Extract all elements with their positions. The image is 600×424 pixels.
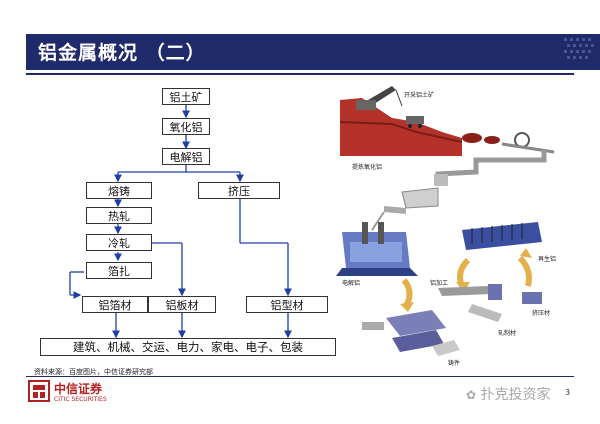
watermark-text: 扑克投资家: [480, 387, 551, 403]
title-bar: [26, 34, 570, 70]
node-aluminum-foil: 铝箔材: [82, 296, 148, 313]
node-casting: 熔铸: [86, 182, 152, 199]
company-name: 中信证券: [54, 382, 103, 396]
wechat-icon: ✿: [466, 388, 477, 402]
source-note: 资料来源：百度图片，中信证券研究部: [34, 368, 153, 376]
illustration-drawing: [336, 86, 555, 356]
footer-rule: [26, 376, 574, 377]
label-extruded: 挤压材: [532, 310, 551, 317]
company-name-en: CITIC SECURITIES: [54, 396, 107, 403]
page-title: 铝金属概况 （二）: [38, 42, 206, 64]
production-illustration: 开采铝土矿 提炼氧化铝 电解铝 铝加工 再生铝 轧制材 挤压材 铸件: [322, 82, 572, 372]
node-applications: 建筑、机械、交运、电力、家电、电子、包装: [40, 338, 336, 356]
label-refining: 提炼氧化铝: [352, 164, 383, 171]
label-mining: 开采铝土矿: [404, 92, 435, 99]
node-cold-rolling: 冷轧: [86, 234, 152, 251]
node-electrolytic-aluminum: 电解铝: [162, 148, 210, 165]
watermark: ✿ 扑克投资家: [466, 384, 551, 404]
label-recycled: 再生铝: [538, 256, 557, 263]
label-processing: 铝加工: [430, 280, 449, 287]
node-foil-rolling: 箔扎: [86, 262, 152, 279]
label-cast: 铸件: [448, 360, 461, 367]
label-electrolysis: 电解铝: [342, 280, 361, 287]
label-rolled: 轧制材: [498, 330, 517, 337]
page-number: 3: [565, 388, 571, 397]
node-bauxite: 铝土矿: [162, 88, 210, 105]
node-alumina: 氧化铝: [162, 118, 210, 135]
node-aluminum-profile: 铝型材: [246, 296, 328, 313]
node-aluminum-plate: 铝板材: [148, 296, 216, 313]
node-extrusion: 挤压: [198, 182, 280, 199]
citic-logo-icon: [28, 380, 50, 402]
node-hot-rolling: 热轧: [86, 207, 152, 224]
title-decoration: [560, 34, 600, 70]
header-rule: [26, 73, 574, 75]
